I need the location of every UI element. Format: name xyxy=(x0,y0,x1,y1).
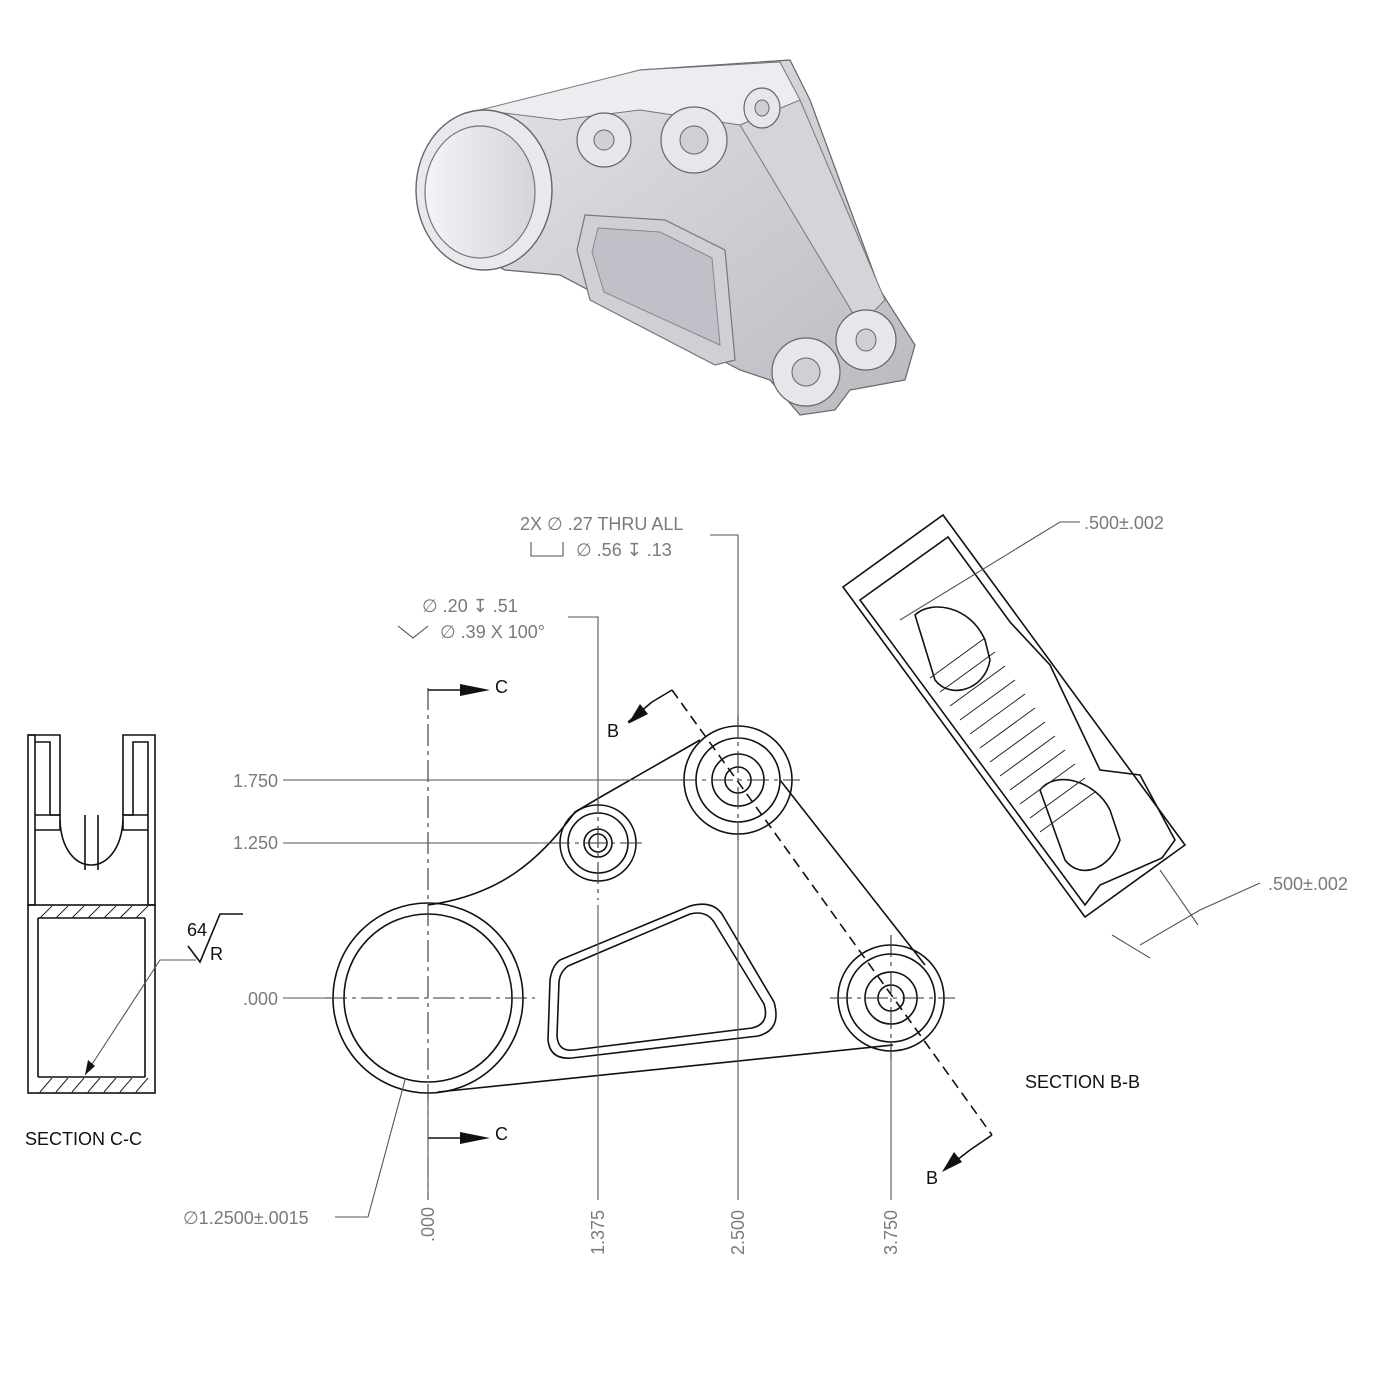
ordinate-y-000: .000 xyxy=(243,989,278,1009)
section-marker-c-bottom: C xyxy=(495,1124,508,1144)
callout-leaders xyxy=(335,534,739,1218)
ordinate-x-2500: 2.500 xyxy=(728,1210,748,1255)
section-bb-title: SECTION B-B xyxy=(1025,1072,1140,1092)
section-bb-dim-top: .500±.002 xyxy=(1084,513,1164,533)
cutting-plane-bb xyxy=(671,689,993,1136)
section-bb-dim-bottom: .500±.002 xyxy=(1268,874,1348,894)
callout-csk-line2: ∅ .39 X 100° xyxy=(440,622,545,642)
callout-thru-line1: 2X ∅ .27 THRU ALL xyxy=(520,514,683,534)
countersink-icon xyxy=(397,625,429,639)
callout-thru-line2: ∅ .56 ↧ .13 xyxy=(576,540,672,560)
section-marker-b-top: B xyxy=(607,721,619,741)
callout-bore: ∅1.2500±.0015 xyxy=(183,1208,309,1228)
section-marker-b-bottom: B xyxy=(926,1168,938,1188)
section-bb-view xyxy=(841,513,1261,959)
surface-finish-letter: R xyxy=(210,944,223,964)
ordinate-x-000: .000 xyxy=(418,1207,438,1242)
section-marker-c-top: C xyxy=(495,677,508,697)
section-cc-view xyxy=(27,734,243,1094)
ordinate-y-1750: 1.750 xyxy=(233,771,278,791)
callout-csk-line1: ∅ .20 ↧ .51 xyxy=(422,596,518,616)
section-cc-title: SECTION C-C xyxy=(25,1129,142,1149)
ordinate-x-3750: 3.750 xyxy=(881,1210,901,1255)
pocket-outline xyxy=(547,903,777,1059)
isometric-view xyxy=(415,59,916,416)
surface-finish-icon xyxy=(187,913,243,964)
ordinate-y-1250: 1.250 xyxy=(233,833,278,853)
counterbore-icon xyxy=(530,542,564,557)
ordinate-dimensions xyxy=(283,779,892,1200)
tube-inner xyxy=(424,125,536,259)
front-view xyxy=(325,684,993,1200)
surface-finish-value: 64 xyxy=(187,920,207,940)
ordinate-x-1375: 1.375 xyxy=(588,1210,608,1255)
part-outline xyxy=(427,739,926,1093)
